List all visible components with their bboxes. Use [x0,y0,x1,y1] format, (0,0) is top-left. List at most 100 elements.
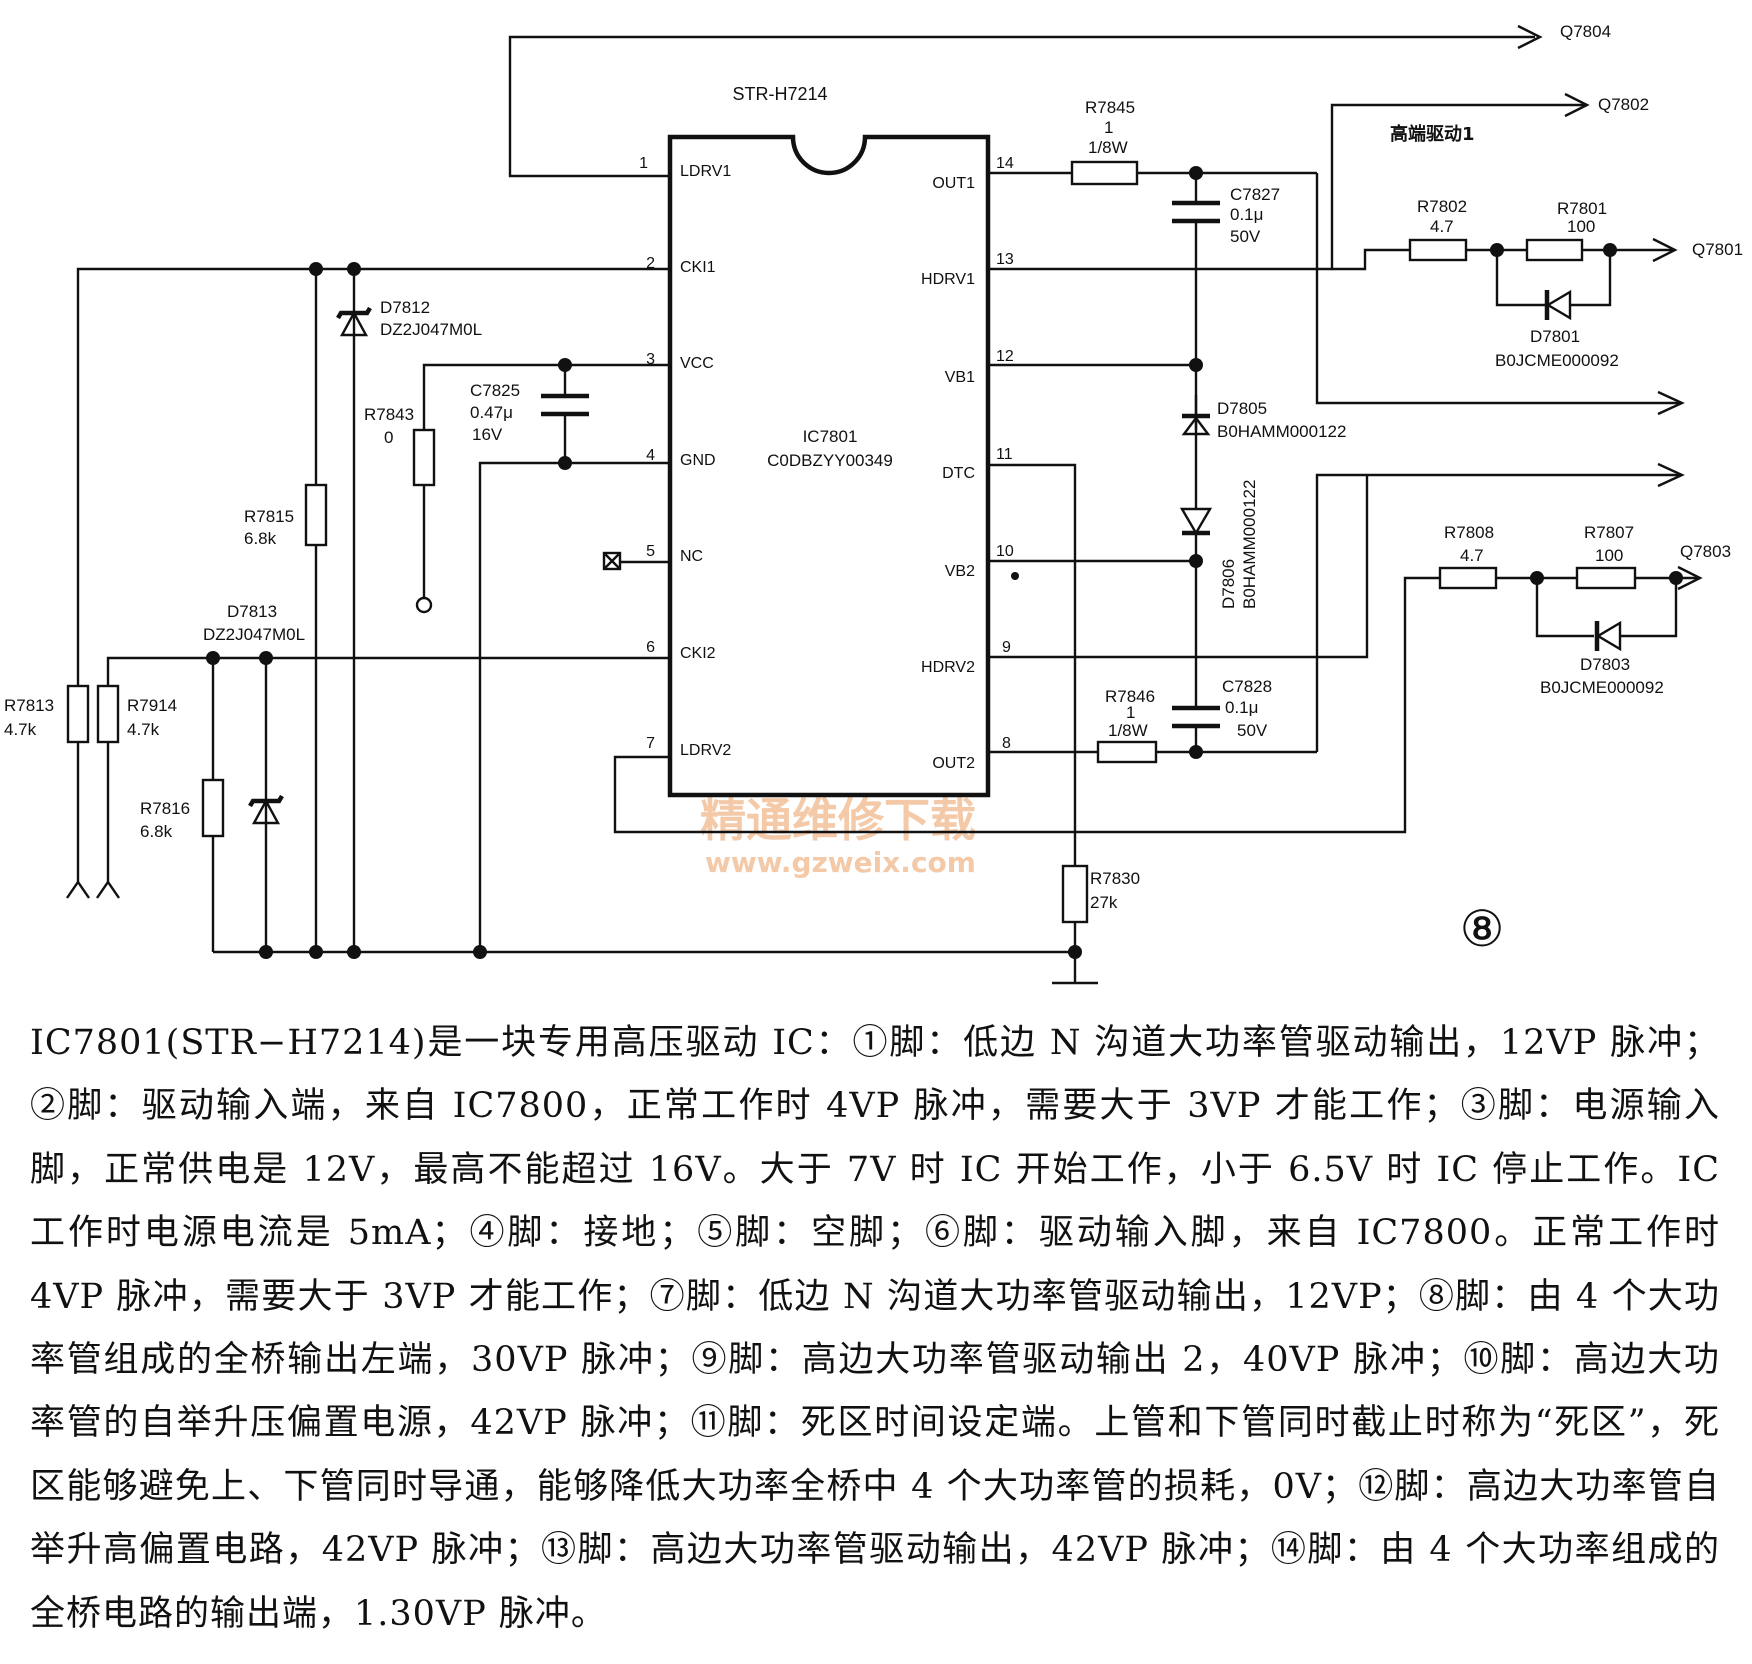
ref: D7813 [227,602,277,621]
ref: R7808 [1444,523,1494,542]
r7914-body [96,684,120,744]
description-text: IC7801(STR−H7214)是一块专用高压驱动 IC：①脚：低边 N 沟道… [30,1023,1720,1634]
diodes [248,289,1622,825]
pin-name: VCC [680,355,714,372]
val: B0HAMM000122 [1217,422,1346,441]
ref: R7816 [140,799,190,818]
ic-body [667,134,991,798]
ic-title: STR-H7214 [732,84,827,104]
pin-num: 11 [996,446,1013,463]
val: 100 [1595,546,1623,565]
val: 100 [1567,217,1595,236]
pin-name: NC [680,548,703,565]
label-high-side-drive: 高端驱动1 [1390,123,1475,145]
val: DZ2J047M0L [380,320,482,339]
pin-num: 12 [996,348,1014,365]
ref: D7805 [1217,399,1267,418]
watermark-url: www.gzweix.com [705,846,976,879]
pin-name: LDRV1 [680,163,731,180]
ref: R7802 [1417,197,1467,216]
pin-num: 9 [1002,639,1011,656]
ic-code: C0DBZYY00349 [767,451,893,470]
ref: C7827 [1230,185,1280,204]
ref: R7815 [244,507,294,526]
output-labels: Q7804 Q7802 Q7801 Q7803 高端驱动1 [1390,22,1743,561]
r7846-body [1096,740,1158,764]
test-point [415,596,433,614]
val: DZ2J047M0L [203,625,305,644]
ref: R7801 [1557,199,1607,218]
val: 0.1μ [1225,698,1258,717]
val: 27k [1090,893,1118,912]
val: 0.1μ [1230,205,1263,224]
val: 6.8k [244,529,277,548]
val: 1 [1104,118,1113,137]
pin-num: 1 [639,155,648,172]
pin-num: 8 [1002,735,1011,752]
val: B0JCME000092 [1540,678,1664,697]
val: 6.8k [140,822,173,841]
r7815-body [304,483,328,547]
pin-name: HDRV1 [921,271,975,288]
r7830-body [1061,864,1089,924]
ref: R7830 [1090,869,1140,888]
val: 1 [1126,703,1135,722]
ic-ref: IC7801 [803,427,858,446]
r7807-body [1575,566,1637,590]
pin-num: 4 [646,447,655,464]
pin-num: 10 [996,543,1014,560]
val: 0.47μ [470,403,513,422]
wires [76,35,1700,985]
ref: R7845 [1085,98,1135,117]
val: 4.7k [127,720,160,739]
ref: D7806 [1219,559,1238,609]
pin-name: OUT1 [932,175,975,192]
label-q7804: Q7804 [1560,22,1611,41]
val: 16V [472,425,503,444]
ref: D7803 [1580,655,1630,674]
r7801-body [1525,238,1584,262]
pin-name: CKI1 [680,259,716,276]
val: 0 [384,428,393,447]
pin-num: 6 [646,639,655,656]
schematic-diagram: 精通维修下载 www.gzweix.com STR-H7214 IC7801 C… [4,22,1743,985]
val: 1/8W [1108,721,1148,740]
pin-name: OUT2 [932,755,975,772]
pin-name: HDRV2 [921,659,975,676]
ref: R7813 [4,696,54,715]
right-pins: 14 OUT1 13 HDRV1 12 VB1 11 DTC 10 VB2 9 … [921,155,1014,772]
pin-name: DTC [942,465,975,482]
val: 1/8W [1088,138,1128,157]
arrows [66,24,1703,899]
val: 4.7k [4,720,37,739]
pin-name: GND [680,452,716,469]
nc-marker [602,551,622,571]
pin-name: CKI2 [680,645,716,662]
pin-num: 5 [646,543,655,560]
ref: D7801 [1530,327,1580,346]
r7843-body [412,428,436,487]
pin-num: 2 [646,255,655,272]
ref: R7914 [127,696,177,715]
r7813-body [66,684,90,744]
label-q7801: Q7801 [1692,240,1743,259]
label-q7803: Q7803 [1680,542,1731,561]
left-pins: 1 LDRV1 2 CKI1 3 VCC 4 GND 5 NC 6 CKI2 7… [639,155,731,759]
label-q7802: Q7802 [1598,95,1649,114]
ref: R7807 [1584,523,1634,542]
val: 50V [1230,227,1261,246]
junctions [206,166,1683,959]
resistors [66,160,1637,924]
component-labels: R7845 1 1/8W C7827 0.1μ 50V R7802 4.7 R7… [4,98,1664,912]
r7845-body [1070,160,1139,186]
val: 4.7 [1430,217,1454,236]
pin-num: 7 [646,735,655,752]
pin-name: VB2 [945,563,975,580]
figure-number: ⑧ [1460,900,1505,958]
ref: R7846 [1105,687,1155,706]
ref: C7825 [470,381,520,400]
ref: D7812 [380,298,430,317]
val: B0JCME000092 [1495,351,1619,370]
val: 50V [1237,721,1268,740]
ref: C7828 [1222,677,1272,696]
